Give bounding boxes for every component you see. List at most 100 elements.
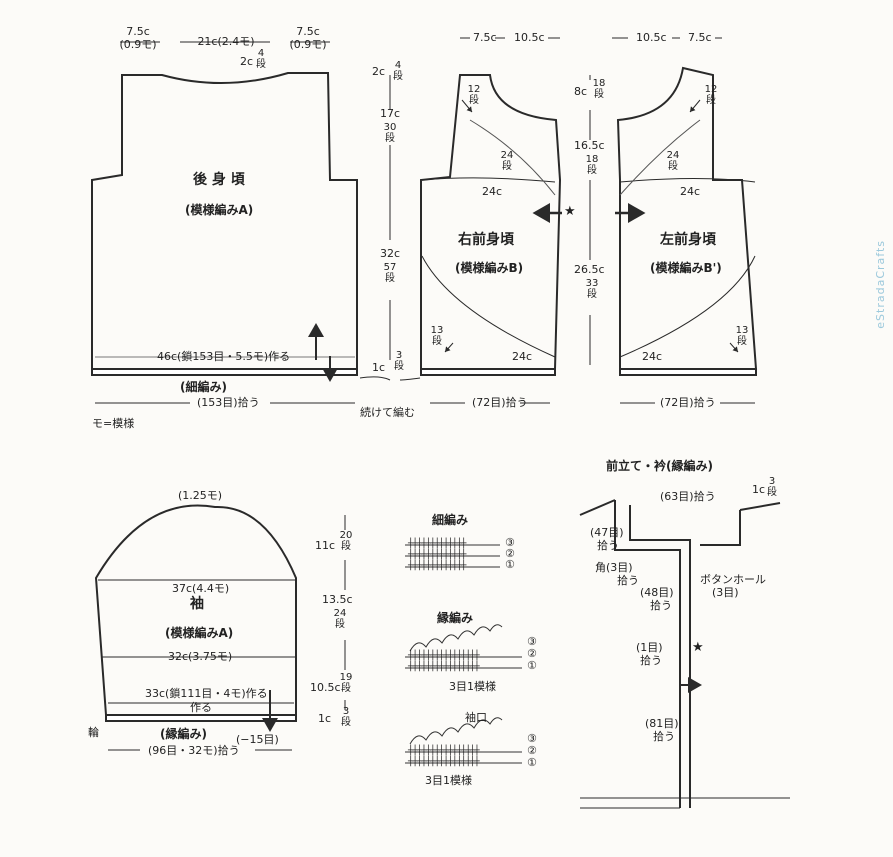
right-front-rows-13: 13段 — [430, 325, 444, 347]
chart-edge-row-1: ① — [527, 659, 537, 672]
chart-edge-symbols-1: ┼┼┼┼┼┼┼┼┼┼┼┼┼┼┼┼ — [408, 662, 480, 672]
right-front-pickup: (72目)拾う — [472, 396, 528, 409]
back-height-4: 1c — [372, 361, 386, 374]
band-47: (47目) — [590, 526, 624, 539]
front-height-1: 8c — [574, 85, 588, 98]
left-front-rows-24: 24段 — [666, 150, 680, 172]
band-47-pickup: 拾う — [597, 539, 619, 552]
back-top-right-motif: (0.9モ) — [289, 38, 327, 51]
continue-note: 続けて編む — [360, 406, 415, 419]
band-1-pickup: 拾う — [640, 654, 662, 667]
band-star: ★ — [692, 640, 704, 655]
band-rows-n: 3段 — [767, 476, 777, 498]
sleeve-height-1-rows: 20段 — [339, 530, 353, 552]
front-height-2: 16.5c — [574, 139, 605, 152]
back-height-2: 17c — [380, 107, 401, 120]
front-height-3-rows: 33段 — [585, 278, 599, 300]
chart-cuff-title: 袖口 — [465, 711, 487, 724]
back-height-3-rows: 57段 — [383, 262, 397, 284]
back-foundation: 46c(鎖153目・5.5モ)作る — [157, 350, 291, 363]
chart-edge-row-2: ② — [527, 647, 537, 660]
band-buttonhole-count: (3目) — [712, 586, 739, 599]
back-neck-rows: 4段 — [256, 48, 266, 70]
motif-note: モ=模様 — [92, 417, 135, 430]
back-height-2-rows: 30段 — [383, 122, 397, 144]
sleeve-height-4: 1c — [318, 712, 332, 725]
back-body-outline — [91, 72, 358, 370]
chart-cuff-row-3: ③ — [527, 732, 537, 745]
left-front-rows-12: 12段 — [704, 84, 718, 106]
collar-band-outline — [614, 500, 741, 808]
back-top-left-width: 7.5c — [126, 25, 150, 38]
sleeve-outline — [94, 504, 297, 716]
back-pattern: (模様編みA) — [185, 203, 254, 217]
right-front-width-top: 24c — [482, 185, 503, 198]
chart-sc-row-3: ③ — [505, 536, 515, 549]
sleeve-title: 袖 — [190, 596, 204, 612]
band-title: 前立て・衿(縁編み) — [606, 459, 713, 473]
band-rows: 1c — [752, 483, 766, 496]
back-top-left-motif: (0.9モ) — [119, 38, 157, 51]
band-81: (81目) — [645, 717, 679, 730]
chart-edge-symbols-2: ┼┼┼┼┼┼┼┼┼┼┼┼┼┼┼┼ — [408, 651, 480, 661]
sleeve-height-1: 11c — [315, 539, 336, 552]
back-neck-depth: 2c — [240, 55, 254, 68]
band-corner: 角(3目) — [595, 561, 633, 574]
back-border-band — [91, 368, 358, 376]
right-front-title: 右前身頃 — [458, 232, 514, 248]
watermark: eStradaCrafts — [874, 240, 887, 329]
chart-sc-symbols-2: ┼┼┼┼┼┼┼┼┼┼┼┼┼ — [408, 550, 466, 560]
chart-cuff-row-2: ② — [527, 744, 537, 757]
chart-sc-row-1: ① — [505, 558, 515, 571]
right-front-rows-12: 12段 — [467, 84, 481, 106]
sleeve-ring: 輪 — [88, 726, 99, 739]
right-front-pattern: (模様編みB) — [455, 261, 524, 275]
chart-cuff-symbols-1: ┼┼┼┼┼┼┼┼┼┼┼┼┼┼┼┼ — [408, 757, 480, 767]
right-front-star: ★ — [564, 204, 576, 219]
sleeve-height-3-rows: 19段 — [339, 672, 353, 694]
front-height-3: 26.5c — [574, 263, 605, 276]
left-front-pickup: (72目)拾う — [660, 396, 716, 409]
left-front-outline — [616, 66, 758, 370]
band-81-pickup: 拾う — [653, 730, 675, 743]
right-front-width-bottom: 24c — [512, 350, 533, 363]
band-48-pickup: 拾う — [650, 599, 672, 612]
sleeve-height-2: 13.5c — [322, 593, 353, 606]
sleeve-width-2: 32c(3.75モ) — [168, 650, 233, 663]
sleeve-decrease: (−15目) — [236, 733, 279, 746]
band-buttonhole: ボタンホール — [700, 573, 766, 586]
left-front-pattern: (模様編みB') — [650, 261, 722, 275]
chart-sc-row-2: ② — [505, 547, 515, 560]
front-height-1-rows: 18段 — [592, 78, 606, 100]
back-title: 後 身 頃 — [193, 172, 245, 188]
back-top-center-width: 21c(2.4モ) — [197, 35, 255, 48]
sleeve-height-4-rows: 3段 — [341, 706, 351, 728]
left-front-title: 左前身頃 — [660, 232, 716, 248]
right-front-rows-24: 24段 — [500, 150, 514, 172]
back-top-right-width: 7.5c — [296, 25, 320, 38]
sleeve-border-label: (縁編み) — [160, 727, 207, 741]
sleeve-foundation-make: 作る — [190, 701, 212, 714]
chart-edge-title: 縁編み — [437, 611, 474, 625]
band-corner-pickup: 拾う — [617, 574, 639, 587]
left-front-width-top: 24c — [680, 185, 701, 198]
band-48: (48目) — [640, 586, 674, 599]
back-height-1-rows: 4段 — [393, 60, 403, 82]
sleeve-width-1: 37c(4.4モ) — [172, 582, 230, 595]
left-front-width-bottom: 24c — [642, 350, 663, 363]
sleeve-pickup: (96目・32モ)拾う — [148, 744, 240, 757]
chart-cuff-row-1: ① — [527, 756, 537, 769]
sleeve-cap: (1.25モ) — [178, 489, 223, 502]
chart-cuff-symbols-2: ┼┼┼┼┼┼┼┼┼┼┼┼┼┼┼┼ — [408, 746, 480, 756]
front-height-2-rows: 18段 — [585, 154, 599, 176]
band-1: (1目) — [636, 641, 663, 654]
chart-sc-title: 細編み — [432, 513, 469, 527]
chart-sc-symbols-1: ┼┼┼┼┼┼┼┼┼┼┼┼┼ — [408, 561, 466, 571]
sleeve-foundation: 33c(鎖111目・4モ)作る — [145, 687, 268, 700]
left-front-rows-13: 13段 — [735, 325, 749, 347]
left-front-width-2: 7.5c — [688, 31, 712, 44]
back-height-1: 2c — [372, 65, 386, 78]
right-front-width-1: 7.5c — [473, 31, 497, 44]
